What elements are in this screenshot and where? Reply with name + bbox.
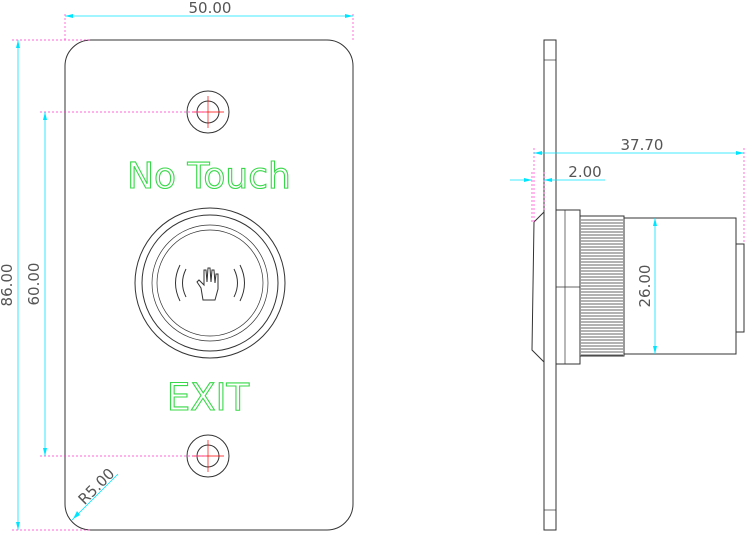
exit-label: EXIT [167, 376, 250, 419]
top-screw-hole [186, 90, 230, 134]
no-touch-label: No Touch [127, 156, 291, 197]
diameter-dimension-label: 26.00 [636, 265, 654, 308]
height-dimension: 86.00 [0, 39, 90, 531]
hole-pitch-dimension-label: 60.00 [25, 263, 43, 306]
length-dimension-label: 37.70 [621, 136, 664, 154]
faceplate-outline [64, 39, 354, 531]
hole-pitch-dimension: 60.00 [25, 111, 208, 457]
rear-cap [735, 243, 745, 333]
hand-icon [196, 267, 219, 301]
threaded-section [579, 215, 625, 357]
plate-thickness-dimension-label: 2.00 [568, 163, 601, 181]
front-view: No Touch EXIT 50.00 86.00 60.0 [0, 0, 354, 531]
button-cap-profile [531, 211, 545, 363]
diameter-dimension: 26.00 [636, 218, 657, 354]
length-dimension: 37.70 [533, 136, 745, 244]
height-dimension-label: 86.00 [0, 264, 16, 307]
mounting-plate [543, 39, 557, 531]
side-view: 37.70 2.00 26.00 [510, 39, 745, 531]
width-dimension-label: 50.00 [189, 0, 232, 17]
radius-dimension: R5.00 [71, 465, 119, 521]
touch-sensor-button [134, 207, 286, 359]
sensor-wave-icon [175, 264, 245, 302]
width-dimension: 50.00 [64, 0, 354, 40]
radius-dimension-label: R5.00 [75, 465, 119, 509]
plate-thickness-dimension: 2.00 [510, 163, 605, 222]
